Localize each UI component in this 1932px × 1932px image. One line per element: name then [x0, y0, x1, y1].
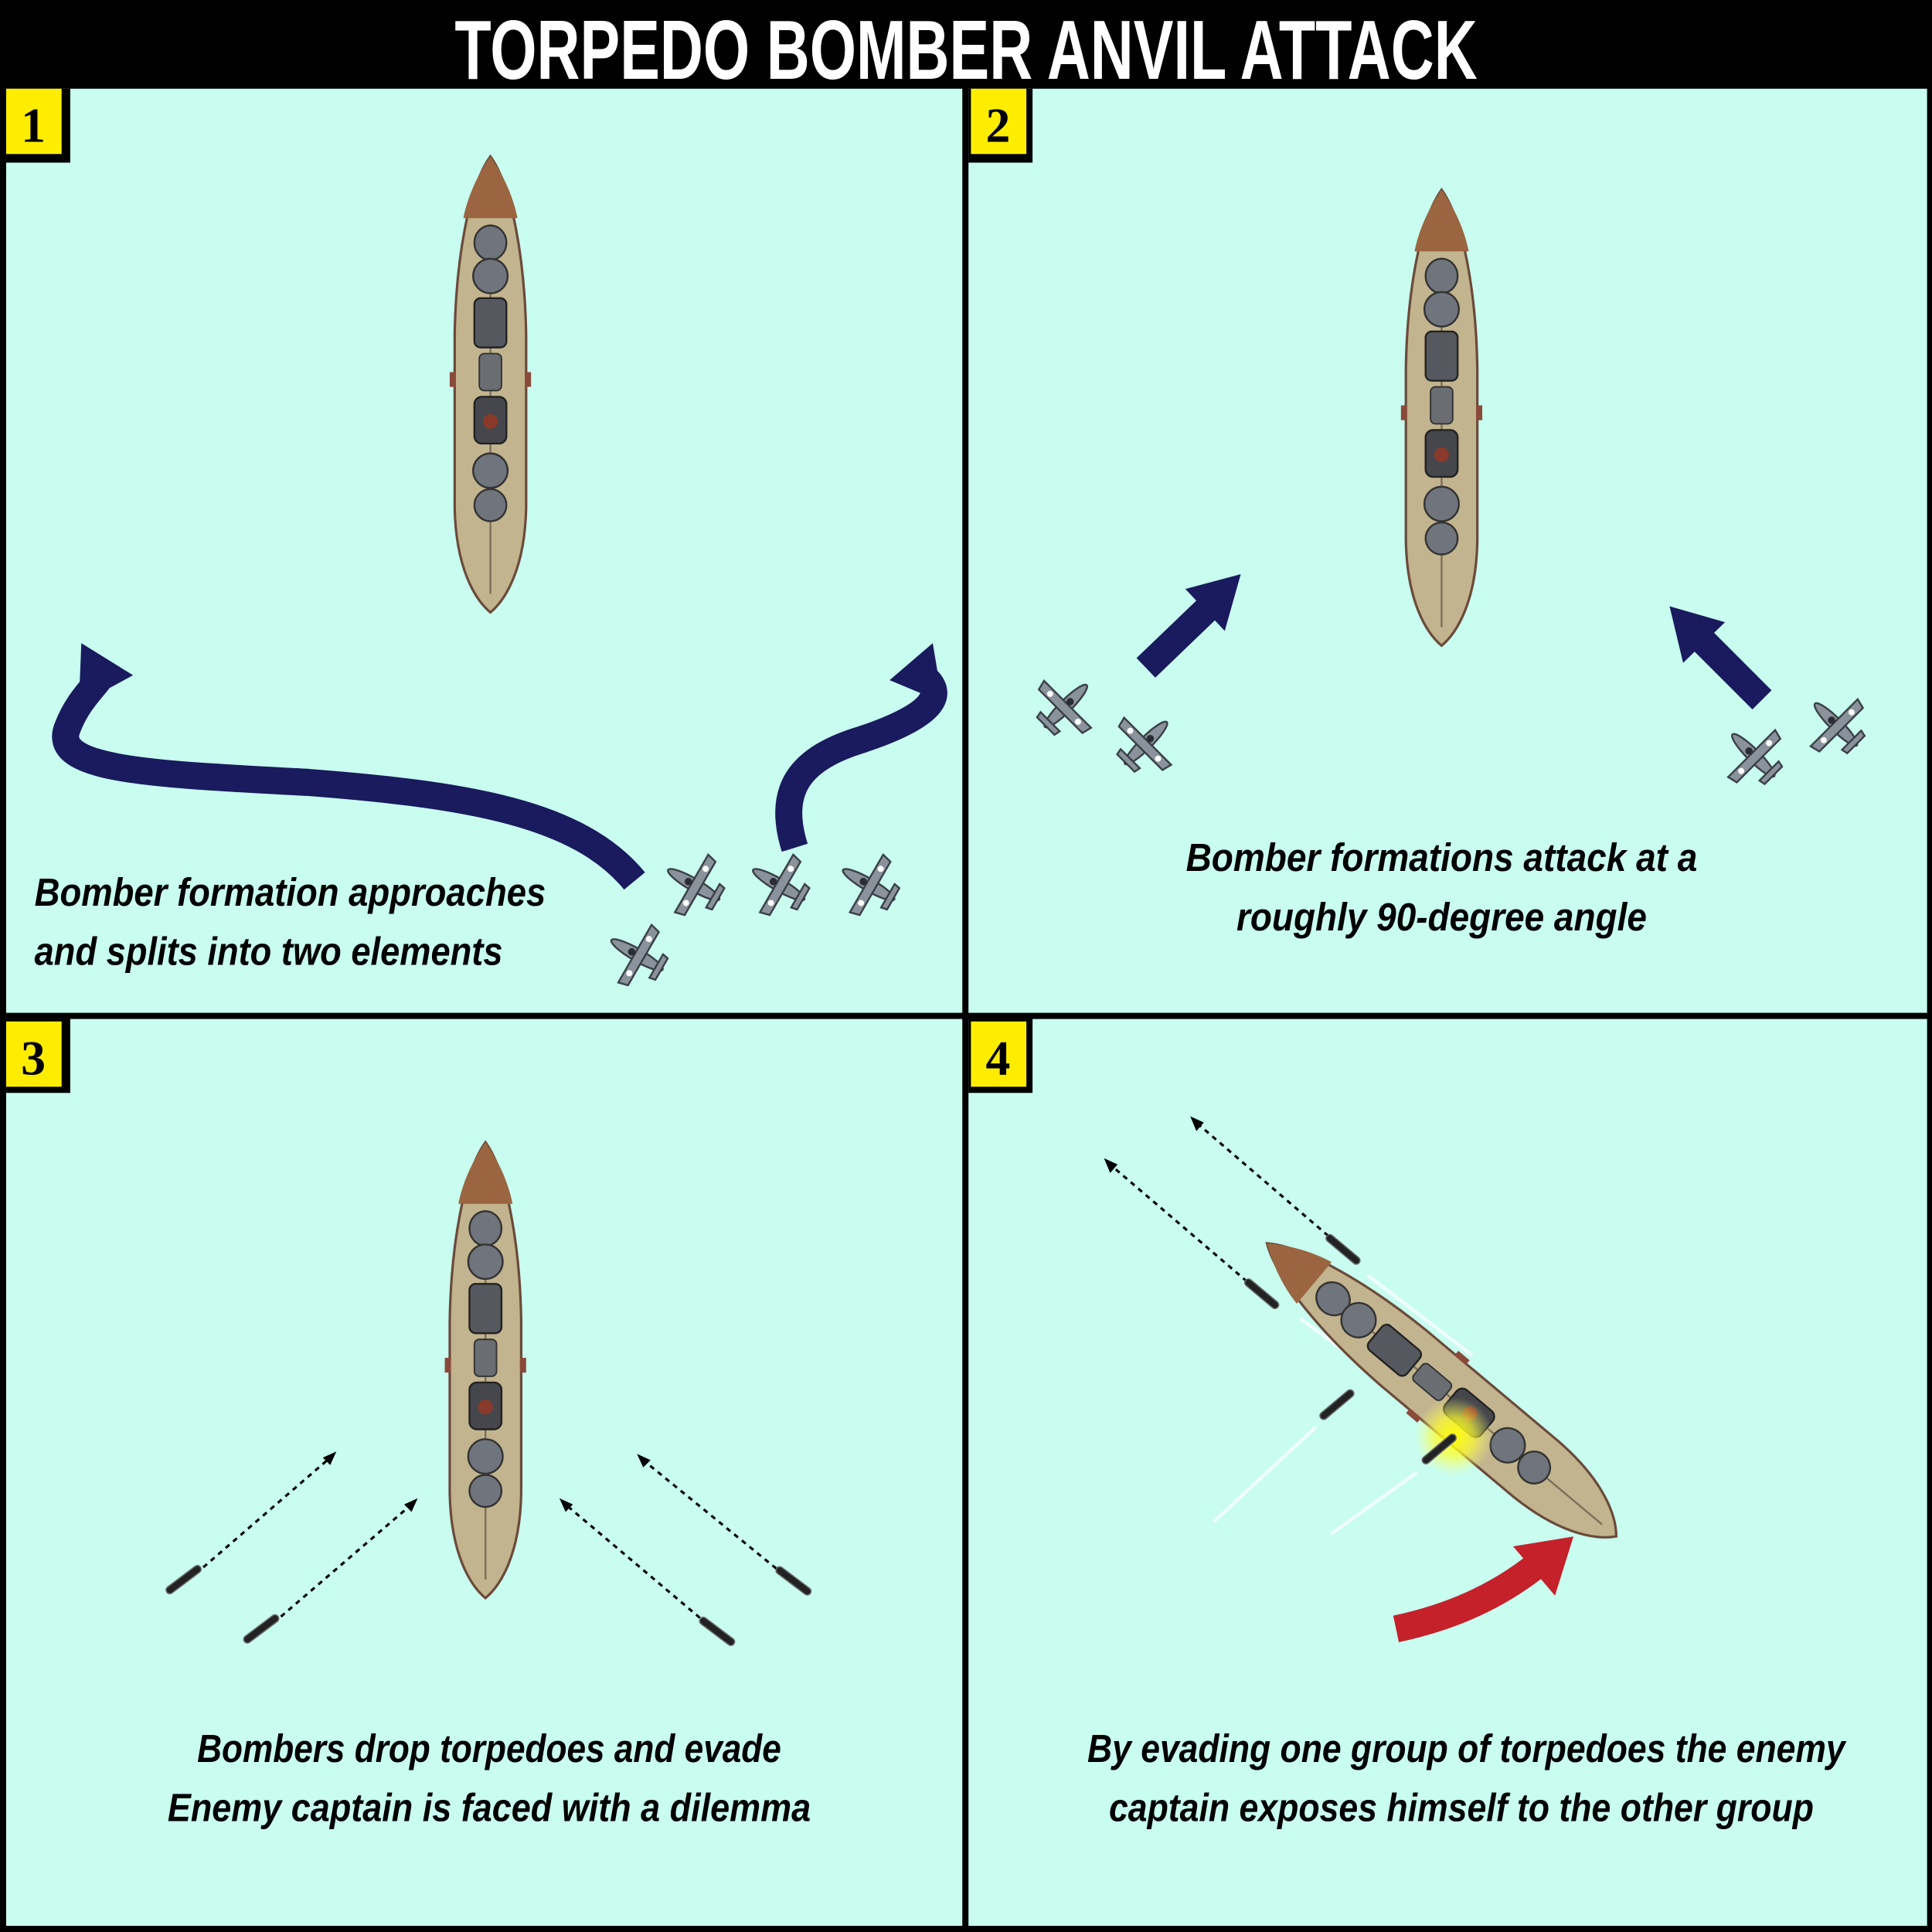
panel-number-badge-1: 1 — [5, 88, 70, 163]
caption-line: By evading one group of torpedoes the en… — [1087, 1726, 1847, 1770]
panel-number-badge-3: 3 — [5, 1019, 70, 1094]
arrow-icon — [52, 643, 645, 890]
panel-number-badge-4: 4 — [968, 1019, 1033, 1094]
caption-line: and splits into two elements — [35, 929, 503, 973]
svg-text:3: 3 — [21, 1030, 46, 1085]
svg-text:1: 1 — [21, 97, 46, 152]
arrow-icon — [1669, 606, 1772, 710]
torpedo-track — [1111, 1122, 1329, 1283]
panel-number-badge-2: 2 — [968, 88, 1033, 163]
torpedo-track-heads — [322, 1451, 651, 1512]
svg-text:4: 4 — [986, 1030, 1011, 1085]
arrow-icon — [1136, 573, 1241, 678]
caption-line: Bombers drop torpedoes and evade — [197, 1726, 781, 1770]
torpedo-track — [202, 1456, 777, 1619]
torpedo-track-heads — [1104, 1116, 1204, 1173]
page-title: TORPEDO BOMBER ANVIL ATTACK — [454, 3, 1477, 97]
svg-text:2: 2 — [986, 97, 1011, 152]
evasion-arrow-icon — [1393, 1536, 1574, 1642]
caption-line: captain exposes himself to the other gro… — [1109, 1786, 1814, 1830]
caption-line: roughly 90-degree angle — [1236, 895, 1647, 939]
caption-line: Bomber formations attack at a — [1186, 835, 1698, 879]
arrow-icon — [775, 643, 947, 852]
caption-line: Enemy captain is faced with a dilemma — [168, 1786, 811, 1830]
caption-line: Bomber formation approaches — [35, 870, 546, 914]
